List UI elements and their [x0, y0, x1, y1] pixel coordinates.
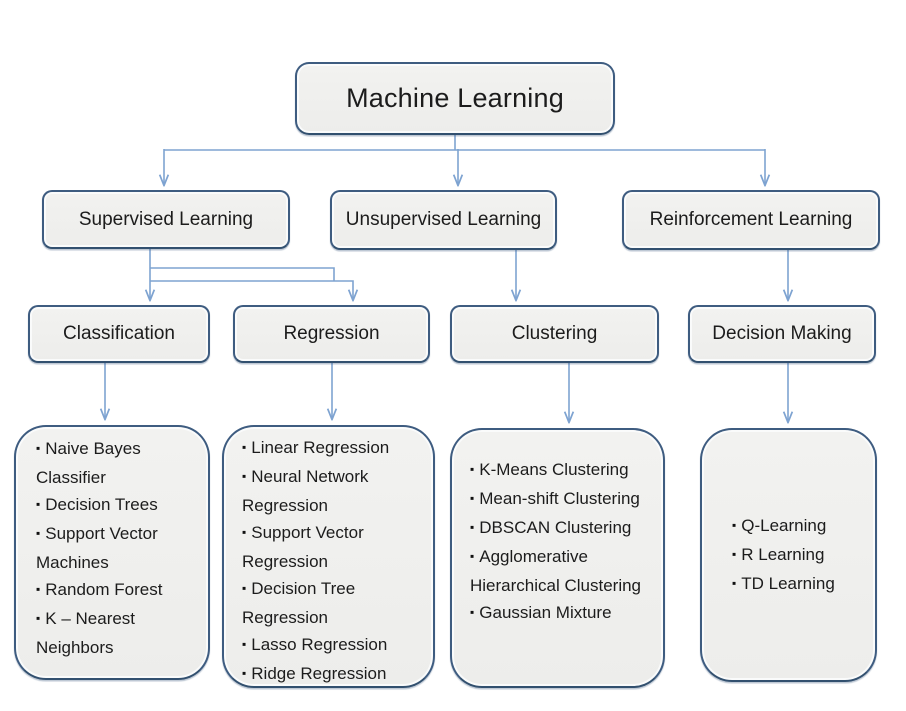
node-unsupervised-learning: Unsupervised Learning [330, 190, 557, 250]
list-item-label: Neural Network Regression [242, 467, 369, 515]
list-item-label: Gaussian Mixture [479, 603, 612, 622]
node-machine-learning-label: Machine Learning [346, 83, 564, 113]
list-item: ▪ Q-Learning [732, 512, 867, 541]
list-item-label: R Learning [741, 544, 825, 564]
list-item: ▪ Mean-shift Clustering [470, 485, 653, 514]
list-item: ▪ Ridge Regression [242, 660, 423, 689]
connector-supervised-branch-upper [150, 267, 335, 281]
node-unsupervised-learning-label: Unsupervised Learning [345, 209, 542, 230]
node-classification-label: Classification [63, 323, 175, 344]
bullet-icon: ▪ [470, 520, 475, 534]
bullet-icon: ▪ [470, 549, 475, 563]
list-item-label: Support Vector Regression [242, 523, 364, 571]
list-item-label: Linear Regression [251, 438, 390, 457]
bullet-icon: ▪ [732, 517, 737, 532]
bullet-icon: ▪ [242, 440, 247, 454]
list-classification-algorithms: ▪Naive Bayes Classifier ▪Decision Trees … [14, 425, 210, 680]
node-reinforcement-learning-label: Reinforcement Learning [649, 209, 853, 230]
node-classification: Classification [28, 305, 210, 363]
list-item: ▪Neural Network Regression [242, 463, 423, 519]
list-item-label: Lasso Regression [251, 635, 388, 654]
node-decision-making-label: Decision Making [712, 323, 852, 344]
bullet-icon: ▪ [242, 581, 247, 595]
node-regression: Regression [233, 305, 430, 363]
list-item-label: DBSCAN Clustering [479, 518, 632, 537]
list-item: ▪ Gaussian Mixture [470, 599, 653, 628]
bullet-icon: ▪ [242, 525, 247, 539]
list-item: ▪ Lasso Regression [242, 631, 423, 660]
node-decision-making: Decision Making [688, 305, 876, 363]
node-regression-label: Regression [283, 323, 380, 344]
list-item: ▪ Random Forest [36, 576, 196, 605]
list-item-label: Support Vector Machines [36, 524, 158, 572]
list-decision-making-algorithms: ▪ Q-Learning ▪ R Learning ▪ TD Learning [700, 428, 877, 682]
list-item-label: Agglomerative Hierarchical Clustering [470, 547, 642, 595]
list-item-label: Naive Bayes Classifier [36, 439, 141, 487]
bullet-icon: ▪ [242, 637, 247, 651]
bullet-icon: ▪ [36, 526, 41, 540]
list-item: ▪Naive Bayes Classifier [36, 435, 196, 491]
bullet-icon: ▪ [470, 491, 475, 505]
list-item: ▪ DBSCAN Clustering [470, 514, 653, 543]
bullet-icon: ▪ [242, 666, 247, 680]
node-reinforcement-learning: Reinforcement Learning [622, 190, 880, 250]
bullet-icon: ▪ [36, 441, 41, 455]
bullet-icon: ▪ [36, 611, 41, 625]
bullet-icon: ▪ [470, 605, 475, 619]
list-item-label: Mean-shift Clustering [479, 489, 640, 508]
bullet-icon: ▪ [36, 497, 41, 511]
connector-to-regression [150, 280, 353, 300]
list-regression-algorithms: ▪Linear Regression ▪Neural Network Regre… [222, 425, 435, 688]
list-item: ▪ Linear Regression [242, 434, 423, 463]
bullet-icon: ▪ [732, 575, 737, 590]
list-item-label: Decision Trees [45, 495, 158, 514]
list-item: ▪Decision Tree Regression [242, 575, 423, 631]
bullet-icon: ▪ [242, 469, 247, 483]
bullet-icon: ▪ [36, 582, 41, 596]
node-supervised-learning: Supervised Learning [42, 190, 290, 249]
list-item-label: K – Nearest Neighbors [36, 609, 136, 657]
node-supervised-learning-label: Supervised Learning [78, 208, 254, 230]
list-item: ▪K – Nearest Neighbors [36, 605, 196, 661]
bullet-icon: ▪ [732, 546, 737, 561]
list-item: ▪ TD Learning [732, 570, 867, 599]
list-item-label: K-Means Clustering [479, 460, 629, 479]
node-clustering: Clustering [450, 305, 659, 363]
list-item: ▪ Decision Trees [36, 491, 196, 520]
node-clustering-label: Clustering [511, 323, 598, 344]
list-item-label: Q-Learning [741, 515, 827, 535]
list-item-label: TD Learning [741, 573, 835, 593]
list-item-label: Ridge Regression [251, 664, 387, 683]
list-item: ▪ R Learning [732, 541, 867, 570]
list-item: ▪Support Vector Regression [242, 519, 423, 575]
bullet-icon: ▪ [470, 462, 475, 476]
list-item-label: Decision Tree Regression [242, 579, 356, 627]
list-item-label: Random Forest [45, 580, 163, 599]
node-machine-learning: Machine Learning [295, 62, 615, 135]
list-item: ▪Support Vector Machines [36, 520, 196, 576]
list-clustering-algorithms: ▪ K-Means Clustering ▪ Mean-shift Clusteri… [450, 428, 665, 688]
list-item: ▪ K-Means Clustering [470, 456, 653, 485]
list-item: ▪Agglomerative Hierarchical Clustering [470, 543, 653, 599]
